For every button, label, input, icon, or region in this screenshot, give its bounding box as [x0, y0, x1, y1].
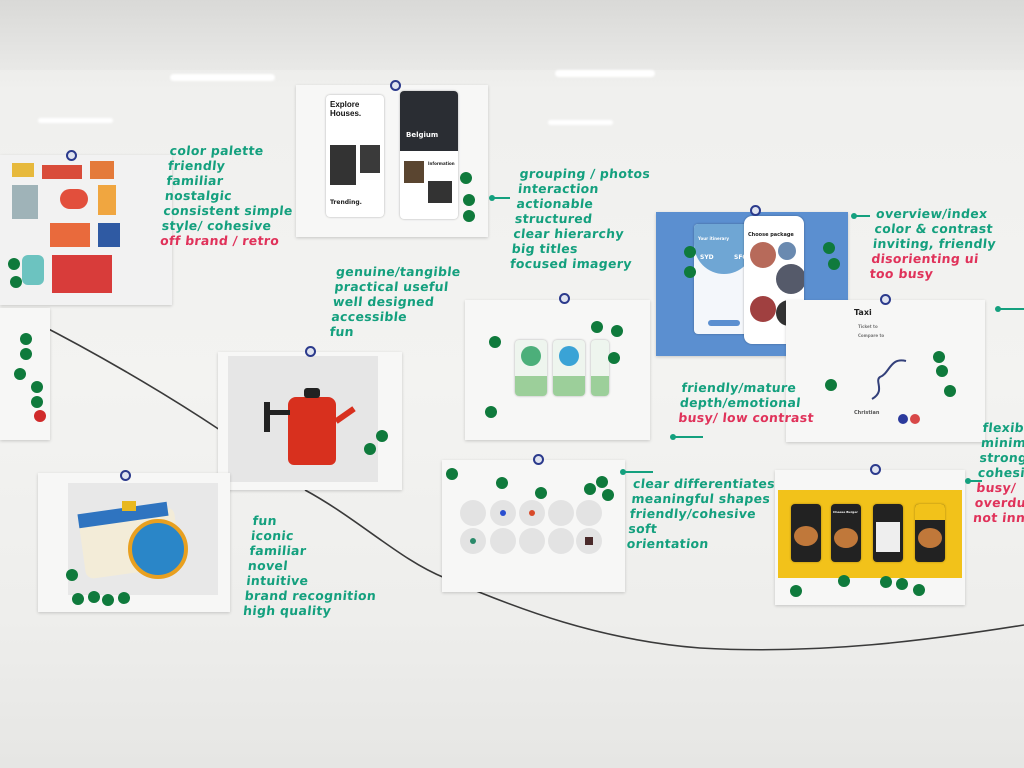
info-label: Information — [428, 161, 455, 166]
light-reflection — [548, 120, 613, 125]
magnet-pin — [870, 464, 881, 475]
itinerary-label: Your itinerary — [698, 236, 729, 241]
burger-app-paper: Cheese Burger — [775, 470, 965, 605]
note-connector — [995, 306, 1024, 312]
magnet-pin — [750, 205, 761, 216]
magnet-pin — [880, 294, 891, 305]
retro-illustration-paper — [0, 155, 172, 305]
driver-name: Christian — [854, 410, 880, 416]
light-reflection — [555, 70, 655, 77]
route-icon — [871, 359, 907, 400]
burger-name: Cheese Burger — [833, 510, 858, 514]
note-connector — [851, 213, 870, 219]
magnet-pin — [66, 150, 77, 161]
taxi-app-paper: Taxi Ticket to Compare to Christian — [786, 300, 985, 442]
magnet-pin — [120, 470, 131, 481]
house-app-title: Explore Houses. — [330, 100, 362, 118]
taxi-to: Compare to — [858, 333, 885, 338]
house-app-paper: Explore Houses. Trending. Belgium Inform… — [296, 85, 488, 237]
magnet-pin — [305, 346, 316, 357]
place-label: Belgium — [406, 131, 439, 139]
note-connector — [965, 478, 982, 484]
magnet-pin — [390, 80, 401, 91]
taxi-title: Taxi — [854, 308, 872, 317]
travel-app-paper: Your itinerary SYD SFO Choose package — [656, 212, 848, 356]
taxi-from: Ticket to — [858, 324, 878, 329]
onboarding-app-paper — [465, 300, 650, 440]
camera-photo-paper — [38, 473, 230, 612]
teapot-photo-paper — [218, 352, 402, 490]
wall-top — [0, 0, 1024, 70]
destination-code: SFO — [734, 254, 748, 261]
note-connector — [489, 195, 510, 201]
origin-code: SYD — [700, 254, 714, 261]
teapot-body — [288, 397, 336, 465]
magnet-pin — [559, 293, 570, 304]
light-reflection — [170, 74, 275, 81]
map-icons-paper — [442, 460, 625, 592]
light-reflection — [38, 118, 113, 123]
trending-label: Trending. — [330, 199, 362, 206]
note-connector — [670, 434, 703, 440]
magnet-pin — [533, 454, 544, 465]
package-title: Choose package — [748, 232, 794, 238]
note-connector — [620, 469, 653, 475]
